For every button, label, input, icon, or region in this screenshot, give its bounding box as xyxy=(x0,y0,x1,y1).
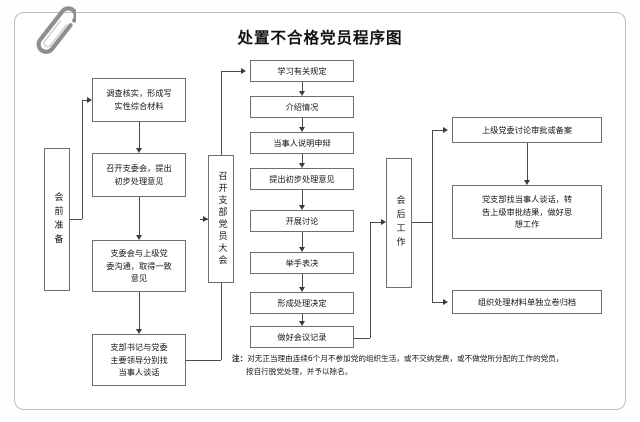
arrow-into-phase2 xyxy=(203,215,208,222)
step-communicate-line1: 支委会与上级党 xyxy=(110,247,168,258)
arrow-into-committee xyxy=(135,148,142,153)
connector-secretary-out xyxy=(186,360,221,361)
step-communicate-line3: 意见 xyxy=(130,273,148,284)
step-secretary-talk: 支部书记与党委 主要领导分别找 当事人谈话 xyxy=(92,334,186,386)
step-investigate: 调查核实，形成写 实性综合材料 xyxy=(92,78,186,122)
step-branch-committee-meeting: 召开支委会，提出 初步处理意见 xyxy=(92,153,186,197)
footnote-line2: 按自行脱党处理，并予以除名。 xyxy=(246,367,353,377)
connector-meeting-out xyxy=(354,338,370,339)
connector-trunk-to-upper-approval xyxy=(432,130,443,131)
arrow-into-minutes xyxy=(298,321,305,326)
step-secretary-talk-line2: 主要领导分别找 xyxy=(110,354,168,365)
connector-phase3-out xyxy=(412,222,432,223)
phase-branch-member-meeting: 召开支部党员大会 xyxy=(208,155,234,283)
arrow-into-study-rules xyxy=(241,67,246,74)
step-investigate-line2: 实性综合材料 xyxy=(114,101,164,111)
connector-upper-to-branch-inform xyxy=(527,143,528,180)
page-title: 处置不合格党员程序图 xyxy=(237,29,403,47)
arrow-into-vote xyxy=(298,247,305,252)
step-propose-opinion: 提出初步处理意见 xyxy=(250,168,354,190)
connector-propose-to-discussion xyxy=(302,190,303,205)
connector-phase2-to-study xyxy=(221,71,241,72)
phase-pre-meeting: 会前准备 xyxy=(44,148,70,291)
connector-meeting-to-phase3 xyxy=(370,222,381,223)
arrow-into-communicate xyxy=(135,235,142,240)
phase-post-meeting: 会后工作 xyxy=(386,158,412,288)
step-branch-inform-line1: 党支部找当事人谈话，转 xyxy=(481,193,573,204)
connector-trunk-to-archive xyxy=(432,302,443,303)
step-person-statement: 当事人说明申辩 xyxy=(250,132,354,154)
arrow-into-propose xyxy=(298,163,305,168)
step-upper-approval: 上级党委讨论审批或备案 xyxy=(452,117,602,143)
step-discussion: 开展讨论 xyxy=(250,210,354,232)
arrow-into-branch-inform xyxy=(523,180,530,185)
connector-discussion-to-vote xyxy=(302,232,303,247)
step-communicate-upper: 支委会与上级党 委沟通，取得一致 意见 xyxy=(92,240,186,292)
step-investigate-line1: 调查核实，形成写 xyxy=(106,88,172,99)
footnote-line1: 对无正当理由连续6个月不参加党的组织生活，或不交纳党费，或不做党所分配的工作的党… xyxy=(247,354,564,363)
connector-phase1-out xyxy=(70,219,82,220)
connector-decision-to-minutes xyxy=(302,314,303,321)
arrow-into-phase3 xyxy=(381,218,386,225)
connector-committee-to-communicate xyxy=(139,197,140,235)
step-branch-inform-line3: 想工作 xyxy=(514,219,540,230)
connector-statement-to-propose xyxy=(302,154,303,163)
arrow-into-decision xyxy=(298,287,305,292)
step-branch-committee-line2: 初步处理意见 xyxy=(114,176,164,186)
step-secretary-talk-line3: 当事人谈话 xyxy=(118,367,160,378)
footnote-lead: 注： xyxy=(232,354,248,363)
connector-investigate-to-committee xyxy=(139,122,140,148)
footnote: 注：对无正当理由连续6个月不参加党的组织生活，或不交纳党费，或不做党所分配的工作… xyxy=(232,352,607,379)
connector-communicate-to-secretary xyxy=(139,292,140,329)
connector-phase2-riser xyxy=(221,71,222,155)
connector-phase1-to-investigate xyxy=(82,100,87,101)
arrow-into-archive xyxy=(443,298,448,305)
step-branch-inform: 党支部找当事人谈话，转 告上级审批结果，做好思 想工作 xyxy=(452,185,602,239)
step-meeting-minutes: 做好会议记录 xyxy=(250,326,354,348)
connector-secretary-riser xyxy=(221,219,222,360)
arrow-into-introduce xyxy=(298,91,305,96)
connector-vote-to-decision xyxy=(302,274,303,287)
arrow-into-discussion xyxy=(298,205,305,210)
arrow-into-statement xyxy=(298,127,305,132)
step-branch-committee-line1: 召开支委会，提出 xyxy=(106,163,172,174)
arrow-into-upper-approval xyxy=(443,126,448,133)
connector-introduce-to-statement xyxy=(302,118,303,127)
connector-meeting-riser xyxy=(370,222,371,338)
arrow-into-investigate xyxy=(87,96,92,103)
step-introduce-situation: 介绍情况 xyxy=(250,96,354,118)
step-archive: 组织处理材料单独立卷归档 xyxy=(452,290,602,314)
step-secretary-talk-line1: 支部书记与党委 xyxy=(110,341,168,352)
step-study-rules: 学习有关规定 xyxy=(250,60,354,82)
arrow-into-secretary xyxy=(135,329,142,334)
connector-phase3-trunk xyxy=(432,130,433,302)
connector-phase1-riser xyxy=(82,100,83,219)
connector-study-to-introduce xyxy=(302,82,303,91)
step-branch-inform-line2: 告上级审批结果，做好思 xyxy=(481,206,573,217)
step-form-decision: 形成处理决定 xyxy=(250,292,354,314)
step-communicate-line2: 委沟通，取得一致 xyxy=(106,260,172,271)
step-show-of-hands-vote: 举手表决 xyxy=(250,252,354,274)
